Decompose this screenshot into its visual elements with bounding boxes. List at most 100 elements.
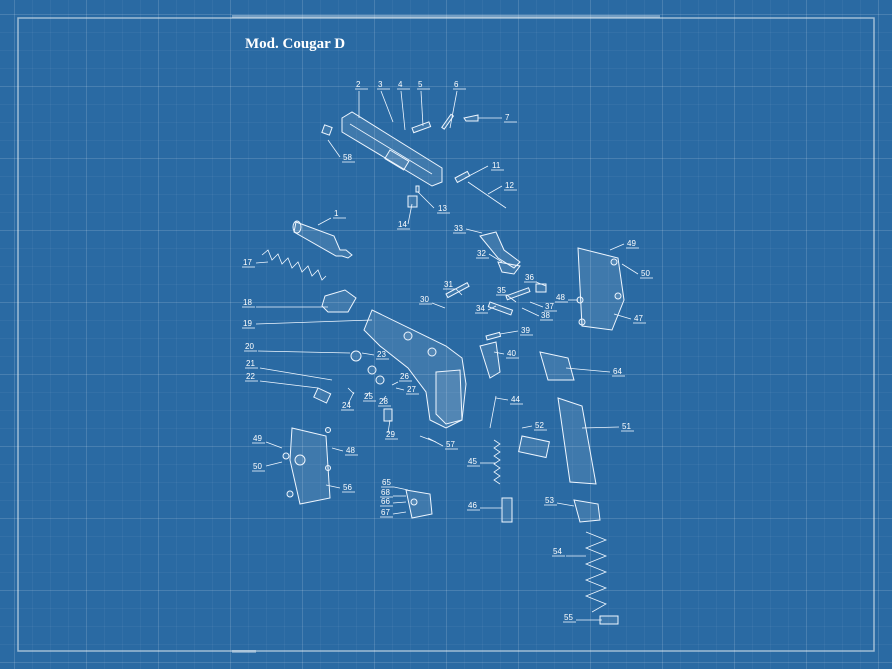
leader-p66 xyxy=(392,501,407,504)
top-strip xyxy=(232,15,660,18)
part-number-p28: 28 xyxy=(379,397,388,406)
part-number-p66: 66 xyxy=(381,497,390,506)
part-number-p7: 7 xyxy=(505,113,510,122)
part-number-p5: 5 xyxy=(418,80,423,89)
mag-catch-parts xyxy=(405,489,433,519)
leader-p35 xyxy=(507,295,517,303)
part-number-p11: 11 xyxy=(492,161,501,170)
hammer-spring xyxy=(489,395,513,523)
part-number-p24: 24 xyxy=(342,401,351,410)
leader-p48l xyxy=(331,447,344,452)
leader-p21 xyxy=(259,367,333,381)
part-number-p25: 25 xyxy=(364,392,373,401)
part-number-p39: 39 xyxy=(521,326,530,335)
leader-p64 xyxy=(565,367,611,373)
part-number-p33: 33 xyxy=(454,224,463,233)
leader-p33 xyxy=(465,228,483,234)
leader-p65 xyxy=(393,486,409,491)
leader-p3 xyxy=(380,90,394,123)
part-number-p40: 40 xyxy=(507,349,516,358)
part-number-p32: 32 xyxy=(477,249,486,258)
leader-p29 xyxy=(387,419,391,434)
part-number-p6: 6 xyxy=(454,80,459,89)
part-number-p58: 58 xyxy=(343,153,352,162)
part-number-p17: 17 xyxy=(243,258,252,267)
leader-p22 xyxy=(259,380,319,389)
leader-p25 xyxy=(365,391,371,397)
leader-p13 xyxy=(417,191,435,209)
part-number-p45: 45 xyxy=(468,457,477,466)
leader-p12 xyxy=(487,185,503,195)
leader-p4 xyxy=(400,90,406,131)
part-number-p4: 4 xyxy=(398,80,403,89)
part-number-p27: 27 xyxy=(407,385,416,394)
part-number-p18: 18 xyxy=(243,298,252,307)
magazine-part xyxy=(518,351,601,523)
sheet-border xyxy=(17,17,875,652)
leader-p31 xyxy=(455,288,463,296)
leader-p23 xyxy=(361,352,375,356)
part-number-p35: 35 xyxy=(497,286,506,295)
part-number-p57: 57 xyxy=(446,440,455,449)
leader-p17 xyxy=(255,261,269,264)
part-number-p53: 53 xyxy=(545,496,554,505)
leader-p30 xyxy=(431,302,446,309)
part-number-p64: 64 xyxy=(613,367,622,376)
diagram-title: Mod. Cougar D xyxy=(245,36,346,52)
leader-p34 xyxy=(487,305,497,311)
part-number-frame: 19 xyxy=(243,319,252,328)
leader-p11 xyxy=(464,165,489,179)
part-number-p47: 47 xyxy=(634,314,643,323)
leader-p38 xyxy=(521,307,540,317)
part-number-p49l: 49 xyxy=(253,434,262,443)
leader-p6 xyxy=(449,90,458,129)
grip-left xyxy=(282,427,331,505)
part-number-p23: 23 xyxy=(377,350,386,359)
part-number-p36: 36 xyxy=(525,273,534,282)
leader-p5 xyxy=(420,90,424,127)
part-number-p65: 65 xyxy=(382,478,391,487)
part-number-p44: 44 xyxy=(511,395,520,404)
part-number-p55: 55 xyxy=(564,613,573,622)
frame-part xyxy=(363,309,467,429)
part-number-p67: 67 xyxy=(381,508,390,517)
leader-p49l xyxy=(265,441,283,449)
part-number-p49r: 49 xyxy=(627,239,636,248)
leader-p49r xyxy=(609,243,625,251)
part-number-gripl: 56 xyxy=(343,483,352,492)
part-number-p50l: 50 xyxy=(253,462,262,471)
part-number-p20: 20 xyxy=(245,342,254,351)
trigger-group xyxy=(313,331,502,443)
part-number-p13: 13 xyxy=(438,204,447,213)
leader-p57 xyxy=(427,437,444,447)
bottom-strip xyxy=(232,650,256,653)
part-number-p31: 31 xyxy=(444,280,453,289)
leader-p50r xyxy=(621,263,639,275)
part-number-barrel: 1 xyxy=(334,209,339,218)
part-number-p37: 37 xyxy=(545,302,554,311)
leader-p28 xyxy=(381,395,387,402)
leader-p24 xyxy=(347,391,355,405)
part-number-p38: 38 xyxy=(541,311,550,320)
part-number-p3: 3 xyxy=(378,80,383,89)
leader-p44 xyxy=(495,397,509,401)
leader-p37 xyxy=(529,301,544,308)
leader-barrel xyxy=(317,217,332,226)
part-number-p48r: 48 xyxy=(556,293,565,302)
leader-p51 xyxy=(581,426,620,429)
part-number-p54: 54 xyxy=(553,547,562,556)
part-number-p26: 26 xyxy=(400,372,409,381)
leader-p14 xyxy=(407,203,413,225)
part-number-p12: 12 xyxy=(505,181,514,190)
recoil-spring xyxy=(261,249,327,281)
part-number-p52: 52 xyxy=(535,421,544,430)
leader-p52 xyxy=(521,425,533,429)
part-number-p22: 22 xyxy=(246,372,255,381)
leader-p32 xyxy=(488,253,503,263)
part-number-p30: 30 xyxy=(420,295,429,304)
leader-p26 xyxy=(391,381,399,386)
part-number-p46: 46 xyxy=(468,501,477,510)
part-number-p21: 21 xyxy=(246,359,255,368)
